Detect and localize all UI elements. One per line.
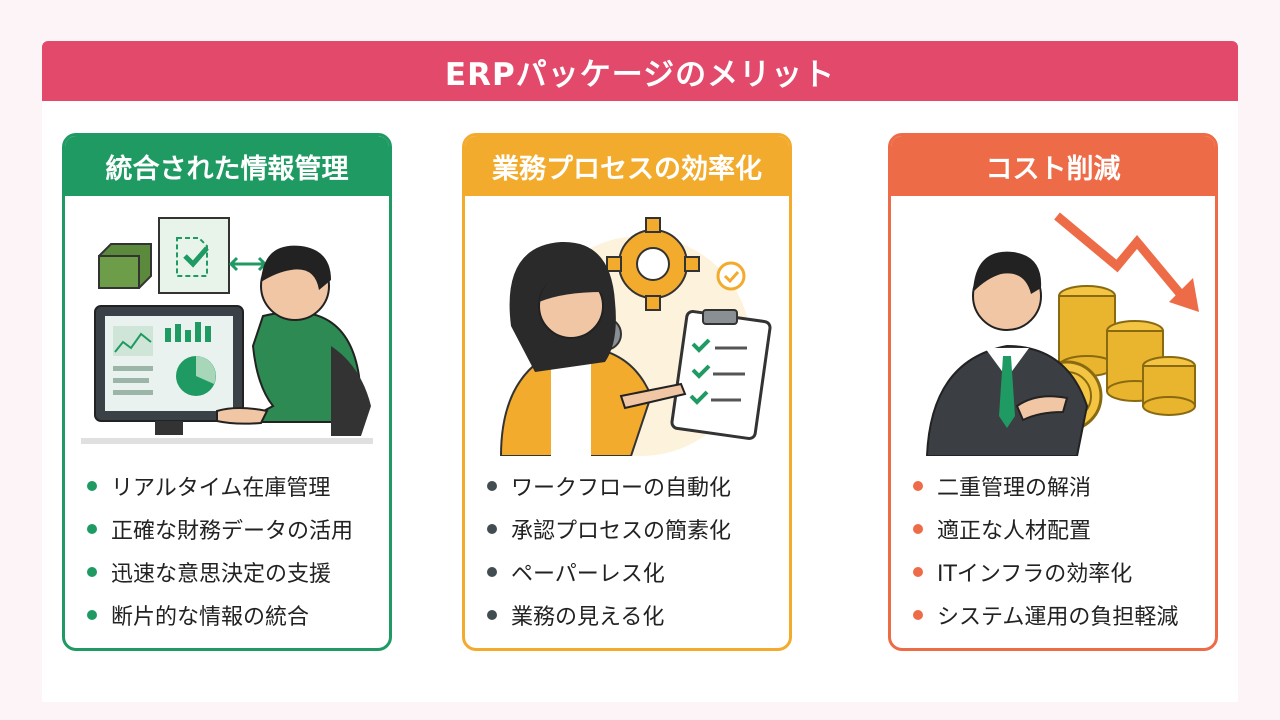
list-item: 断片的な情報の統合 (87, 593, 353, 636)
list-item-text: ワークフローの自動化 (511, 475, 732, 501)
list-item-text: リアルタイム在庫管理 (111, 475, 331, 501)
bullet-dot (913, 609, 923, 620)
list-item-text: 適正な人材配置 (937, 518, 1092, 544)
slide: ERPパッケージのメリット 統合された情報管理 (42, 41, 1238, 702)
bullet-dot (87, 566, 97, 577)
list-item-text: 迅速な意思決定の支援 (111, 561, 332, 587)
list-item: 二重管理の解消 (913, 464, 1178, 507)
employee-at-computer-icon (81, 206, 373, 456)
benefit-list: 二重管理の解消 適正な人材配置 ITインフラの効率化 システム運用の負担軽減 (913, 464, 1178, 636)
list-item: 正確な財務データの活用 (87, 507, 353, 550)
businessman-with-coins-icon (907, 206, 1199, 456)
card-header: 業務プロセスの効率化 (465, 136, 789, 196)
list-item: ITインフラの効率化 (913, 550, 1178, 593)
list-item-text: 正確な財務データの活用 (111, 518, 354, 544)
list-item: 業務の見える化 (487, 593, 731, 636)
card-cost-reduction: コスト削減 (888, 133, 1218, 651)
bullet-dot (87, 609, 97, 620)
list-item-text: 業務の見える化 (511, 604, 665, 630)
card-header: 統合された情報管理 (65, 136, 389, 196)
bullet-dot (487, 609, 497, 620)
list-item: リアルタイム在庫管理 (87, 464, 353, 507)
bullet-dot (487, 566, 497, 577)
list-item: 承認プロセスの簡素化 (487, 507, 731, 550)
list-item-text: 断片的な情報の統合 (111, 604, 310, 630)
page-title: ERPパッケージのメリット (444, 56, 836, 93)
bullet-dot (87, 523, 97, 534)
bullet-dot (487, 523, 497, 534)
list-item: システム運用の負担軽減 (913, 593, 1178, 636)
list-item: ペーパーレス化 (487, 550, 731, 593)
list-item: 迅速な意思決定の支援 (87, 550, 353, 593)
list-item-text: システム運用の負担軽減 (937, 604, 1179, 630)
bullet-dot (913, 566, 923, 577)
bullet-dot (913, 523, 923, 534)
bullet-dot (487, 480, 497, 491)
list-item: 適正な人材配置 (913, 507, 1178, 550)
benefit-list: リアルタイム在庫管理 正確な財務データの活用 迅速な意思決定の支援 断片的な情報… (87, 464, 353, 636)
card-integrated-info: 統合された情報管理 (62, 133, 392, 651)
list-item-text: 二重管理の解消 (937, 475, 1092, 501)
card-heading: コスト削減 (985, 153, 1121, 185)
benefit-list: ワークフローの自動化 承認プロセスの簡素化 ペーパーレス化 業務の見える化 (487, 464, 731, 636)
bullet-dot (913, 480, 923, 491)
bullet-dot (87, 480, 97, 491)
card-header: コスト削減 (891, 136, 1215, 196)
card-process-efficiency: 業務プロセスの効率化 (462, 133, 792, 651)
title-banner: ERPパッケージのメリット (42, 41, 1238, 101)
card-heading: 業務プロセスの効率化 (492, 153, 762, 185)
list-item-text: ペーパーレス化 (511, 561, 665, 587)
card-heading: 統合された情報管理 (105, 153, 349, 185)
list-item-text: 承認プロセスの簡素化 (511, 518, 732, 544)
list-item: ワークフローの自動化 (487, 464, 731, 507)
woman-with-checklist-icon (481, 206, 773, 456)
list-item-text: ITインフラの効率化 (937, 561, 1133, 587)
